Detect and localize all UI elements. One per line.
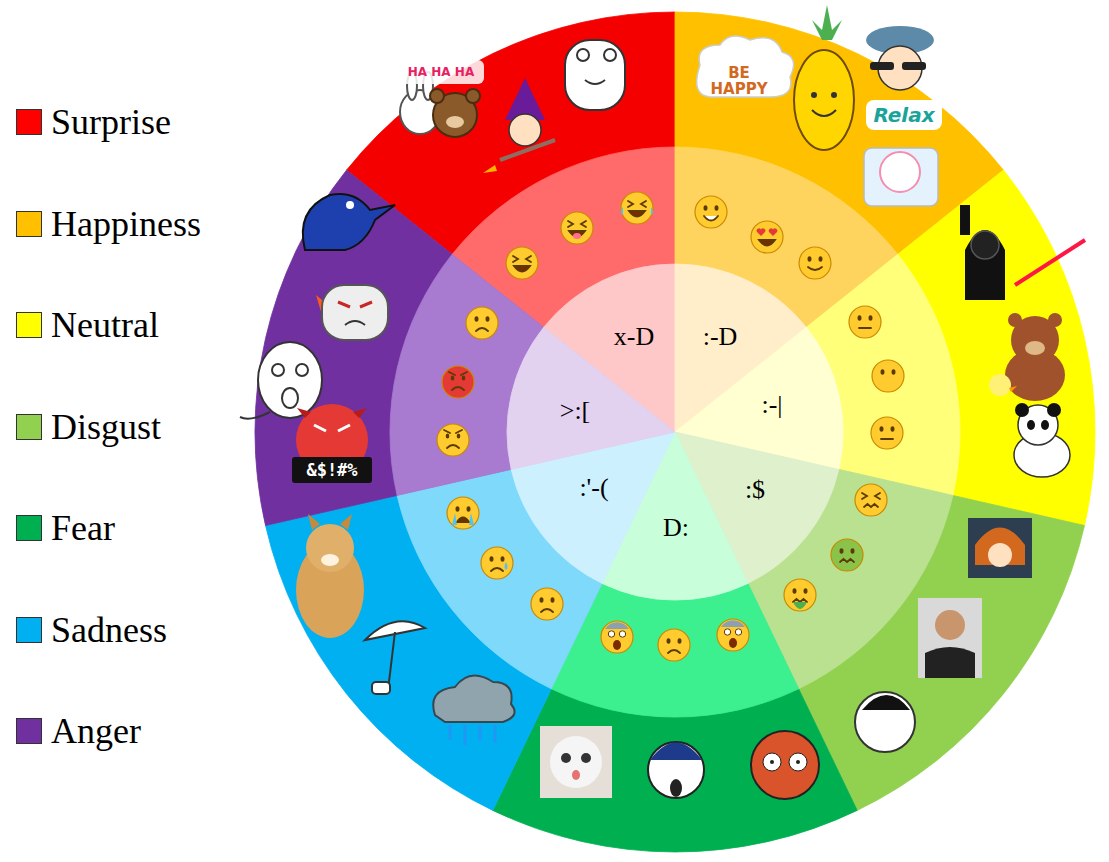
emoji-face [531, 588, 563, 620]
legend-swatch [16, 211, 42, 237]
emoji-face [481, 547, 513, 579]
legend-swatch [16, 718, 42, 744]
emoji-face [447, 497, 479, 529]
emoji-face [849, 306, 881, 338]
legend-row: Happiness [16, 204, 201, 244]
legend-row: Anger [16, 711, 141, 751]
emoji-face [601, 621, 633, 653]
emoji-face [466, 307, 498, 339]
emoticon-label: x-D [614, 324, 654, 350]
sticker-text: Relax [873, 105, 934, 125]
emoji-face [621, 192, 653, 224]
legend-row: Neutral [16, 305, 159, 345]
legend-text: Anger [51, 710, 141, 752]
sticker-text: HA HA HA [408, 66, 474, 78]
emoji-face [695, 196, 727, 228]
emoji-face [872, 360, 904, 392]
legend-row: Sadness [16, 610, 167, 650]
emoji-face [442, 366, 474, 398]
legend-text: Happiness [51, 203, 201, 245]
emoji-face [506, 247, 538, 279]
legend-row: Fear [16, 508, 115, 548]
emoticon-label: :-| [761, 392, 782, 418]
legend-swatch [16, 515, 42, 541]
legend-text: Neutral [51, 304, 159, 346]
emoji-face [855, 484, 887, 516]
emoji-face [831, 539, 863, 571]
emoji-face [717, 619, 749, 651]
legend-text: Surprise [51, 101, 171, 143]
emoticon-label: :-D [703, 324, 738, 350]
emoticon-label: :'-( [579, 475, 608, 501]
legend-swatch [16, 617, 42, 643]
legend-row: Disgust [16, 407, 161, 447]
legend-text: Fear [51, 507, 115, 549]
emoji-face [561, 212, 593, 244]
legend-swatch [16, 109, 42, 135]
legend-text: Disgust [51, 406, 161, 448]
emoji-face [784, 579, 816, 611]
emoji-face [658, 629, 690, 661]
emoji-face [437, 424, 469, 456]
legend-swatch [16, 312, 42, 338]
emoji-face [871, 417, 903, 449]
emoticon-label: :$ [745, 477, 765, 503]
emoticon-label: >:[ [560, 398, 591, 424]
legend-text: Sadness [51, 609, 167, 651]
sticker-text: BE HAPPY [709, 66, 769, 98]
sticker-text: &$!#% [306, 462, 357, 479]
emoji-face [799, 247, 831, 279]
emoticon-label: D: [663, 515, 689, 541]
emoji-face [751, 221, 783, 253]
legend-swatch [16, 414, 42, 440]
legend-row: Surprise [16, 102, 171, 142]
